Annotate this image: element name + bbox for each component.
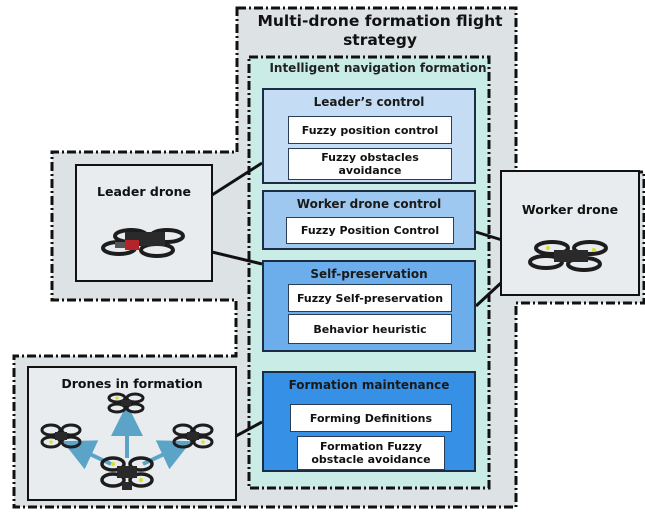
item-fuzzy-position-control-worker: Fuzzy Position Control bbox=[286, 217, 454, 244]
formation-drone-top bbox=[107, 392, 145, 414]
item-behavior-heuristic: Behavior heuristic bbox=[288, 314, 452, 344]
formation-drone-right bbox=[172, 423, 214, 449]
worker-drone-box: Worker drone bbox=[500, 170, 640, 296]
formation-illustration bbox=[40, 392, 214, 490]
leader-drone-label: Leader drone bbox=[97, 184, 191, 199]
main-title: Multi-drone formation flight strategy bbox=[257, 12, 503, 49]
worker-drone-icon bbox=[528, 240, 608, 272]
item-fuzzy-self-preservation: Fuzzy Self-preservation bbox=[288, 284, 452, 312]
section-worker-control: Worker drone control Fuzzy Position Cont… bbox=[262, 190, 476, 250]
item-fuzzy-position-control: Fuzzy position control bbox=[288, 116, 452, 144]
formation-drone-label: Drones in formation bbox=[61, 376, 203, 391]
connector-worker-control bbox=[475, 230, 503, 242]
item-fuzzy-obstacles-avoidance: Fuzzy obstacles avoidance bbox=[288, 148, 452, 180]
section-title: Leader’s control bbox=[313, 95, 425, 109]
section-title: Self-preservation bbox=[310, 267, 428, 281]
nav-title: Intelligent navigation formation bbox=[269, 61, 487, 75]
item-formation-fuzzy-obstacle-avoidance: Formation Fuzzy obstacle avoidance bbox=[297, 436, 445, 470]
section-title: Formation maintenance bbox=[288, 378, 450, 392]
section-formation-maintenance: Formation maintenance Forming Definition… bbox=[262, 371, 476, 472]
connector-leader-control bbox=[211, 161, 263, 197]
item-forming-definitions: Forming Definitions bbox=[290, 404, 452, 432]
section-self-preservation: Self-preservation Fuzzy Self-preservatio… bbox=[262, 260, 476, 352]
section-title: Worker drone control bbox=[296, 197, 442, 211]
connector-formation bbox=[235, 420, 263, 438]
worker-drone-label: Worker drone bbox=[521, 202, 619, 217]
formation-drone-leader bbox=[100, 456, 154, 490]
formation-drone-left bbox=[40, 423, 82, 449]
leader-drone-box: Leader drone bbox=[75, 164, 213, 282]
leader-drone-icon bbox=[101, 228, 185, 258]
connector-worker-self bbox=[474, 280, 504, 308]
formation-drone-box: Drones in formation bbox=[27, 366, 237, 501]
section-leader-control: Leader’s control Fuzzy position control … bbox=[262, 88, 476, 184]
connector-leader-self bbox=[211, 250, 263, 266]
